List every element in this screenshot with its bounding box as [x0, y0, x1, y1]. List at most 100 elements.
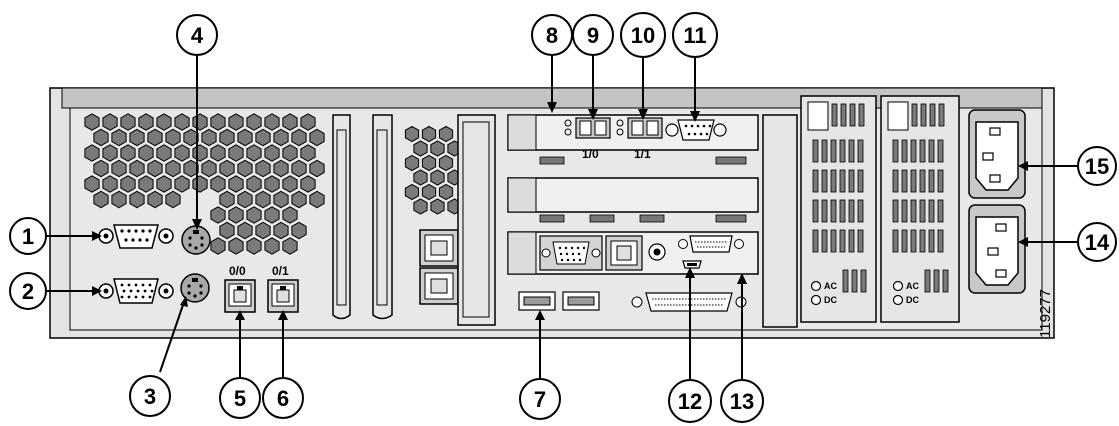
- riser-bracket: [457, 114, 496, 326]
- vent-hole: [430, 198, 445, 215]
- vent-hole: [111, 190, 127, 209]
- psu-vent-slot: [901, 139, 908, 163]
- vent-hole: [129, 190, 145, 209]
- power-inlet-upper[interactable]: [968, 109, 1026, 199]
- vent-hole: [309, 190, 325, 209]
- psu-vent-slot: [839, 199, 846, 223]
- psu-2-ac-led: AC: [892, 280, 919, 292]
- vent-hole: [264, 206, 280, 224]
- port-1-1-label: 1/1: [634, 147, 651, 161]
- ps2-keyboard-port[interactable]: [181, 225, 211, 255]
- psu-vent-slot: [937, 169, 944, 193]
- psu-vent-slot: [821, 199, 828, 223]
- vent-hole: [201, 159, 217, 178]
- vent-hole: [273, 221, 289, 240]
- psu-2-dc-led: DC: [892, 294, 919, 306]
- management-ethernet-port-lower[interactable]: [419, 267, 459, 305]
- card-vga-port[interactable]: [539, 235, 603, 271]
- psu-1-ac-label: AC: [824, 281, 837, 291]
- psu-vent-slot: [937, 199, 944, 223]
- usb-port-2[interactable]: [562, 291, 600, 311]
- vent-hole: [264, 113, 280, 131]
- vent-hole: [183, 159, 199, 178]
- callout-7: 7: [519, 378, 561, 420]
- ethernet-port-0-0[interactable]: [224, 279, 256, 313]
- psu-vent-slot: [933, 269, 940, 293]
- psu-1-ac-led: AC: [810, 280, 837, 292]
- power-inlet-lower[interactable]: [968, 204, 1026, 294]
- psu-1-dc-label: DC: [824, 295, 837, 305]
- psu-vent-slot: [830, 139, 837, 163]
- callout-15: 15: [1077, 146, 1117, 186]
- psu-vent-slot: [937, 139, 944, 163]
- vent-hole: [282, 113, 298, 131]
- psu-vent-slot: [830, 229, 837, 253]
- vent-hole: [291, 190, 307, 209]
- console-port[interactable]: [98, 224, 174, 249]
- psu-vent-slot: [830, 199, 837, 223]
- management-ethernet-port-upper[interactable]: [419, 229, 459, 267]
- psu-vent-slot: [910, 169, 917, 193]
- psu-vent-slot: [812, 199, 819, 223]
- serial-port-card[interactable]: [665, 119, 727, 141]
- vent-hole: [219, 128, 235, 147]
- callout-8: 8: [531, 14, 573, 56]
- vga-port[interactable]: [98, 278, 174, 304]
- psu-vent-slot: [860, 269, 867, 293]
- card-mini-usb-port[interactable]: [682, 260, 702, 269]
- vent-hole: [438, 154, 454, 172]
- psu-vent-slot: [910, 229, 917, 253]
- vent-hole: [192, 144, 208, 162]
- vent-hole: [102, 144, 118, 162]
- psu-vent-slot: [892, 199, 899, 223]
- ethernet-port-0-1[interactable]: [267, 279, 299, 313]
- vent-hole: [291, 128, 307, 147]
- psu-vent-slot: [821, 169, 828, 193]
- psu-vent-slot: [840, 103, 847, 127]
- psu-vent-slot: [892, 139, 899, 163]
- callout-11-number: 11: [683, 23, 706, 48]
- vent-hole: [237, 159, 253, 178]
- card-ethernet-port[interactable]: [605, 235, 643, 271]
- psu-vent-slot: [901, 199, 908, 223]
- psu-vent-slot: [938, 103, 945, 127]
- vent-hole: [93, 128, 109, 147]
- vent-hole: [210, 237, 226, 255]
- vent-hole: [413, 169, 428, 186]
- vent-hole: [84, 144, 100, 162]
- ps2-mouse-port[interactable]: [180, 273, 210, 303]
- usb-port-1[interactable]: [518, 291, 556, 311]
- vent-hole: [255, 221, 271, 240]
- callout-9: 9: [572, 14, 614, 56]
- psu-vent-slot: [928, 199, 935, 223]
- vent-hole: [438, 183, 454, 201]
- psu-vent-slot: [842, 269, 849, 293]
- vent-hole: [93, 190, 109, 209]
- vent-hole: [138, 175, 154, 193]
- callout-14-number: 14: [1085, 230, 1110, 255]
- psu-vent-slot: [928, 229, 935, 253]
- callout-11: 11: [672, 12, 718, 58]
- callout-6: 6: [262, 377, 304, 419]
- vent-hole: [201, 128, 217, 147]
- psu-vent-slot: [830, 169, 837, 193]
- sfp-port-1-0[interactable]: [575, 117, 611, 139]
- vent-hole: [291, 159, 307, 178]
- vent-hole: [210, 113, 226, 131]
- psu-vent-slot: [924, 269, 931, 293]
- vent-hole: [192, 175, 208, 193]
- vent-hole: [111, 159, 127, 178]
- callout-7-number: 7: [534, 387, 546, 412]
- vent-hole: [282, 175, 298, 193]
- vent-hole: [421, 154, 437, 172]
- vent-hole: [129, 128, 145, 147]
- psu-vent-slot: [812, 139, 819, 163]
- psu-2-ac-label: AC: [906, 281, 919, 291]
- sfp-port-1-1[interactable]: [627, 117, 663, 139]
- card-scsi-connector[interactable]: [678, 235, 744, 253]
- psu-vent-slot: [928, 169, 935, 193]
- psu-vent-slot: [892, 169, 899, 193]
- card-audio-jack[interactable]: [648, 243, 666, 261]
- vent-hole: [246, 175, 262, 193]
- vent-hole: [156, 144, 172, 162]
